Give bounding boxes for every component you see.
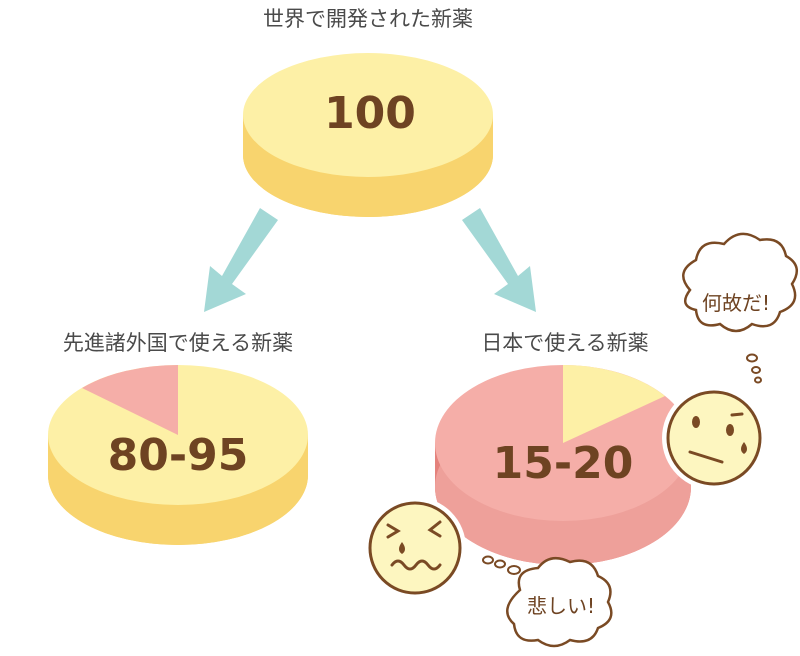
- right-value: 15-20: [493, 438, 634, 489]
- arrow-right-icon: [462, 208, 536, 312]
- arrow-left-icon: [204, 208, 278, 312]
- left-pie-unavailable-slice: [82, 365, 178, 435]
- puzzled-face-icon: [662, 386, 766, 490]
- top-value: 100: [324, 88, 416, 139]
- thought-bubble-sad: 悲しい!: [482, 555, 613, 648]
- left-pie: 80-95: [48, 365, 308, 545]
- left-label: 先進諸外国で使える新薬: [63, 331, 293, 355]
- thought-bubble-why: 何故だ!: [682, 232, 799, 384]
- left-value: 80-95: [108, 430, 249, 481]
- crying-face-icon: [364, 497, 466, 599]
- why-text: 何故だ!: [702, 291, 770, 315]
- sad-text: 悲しい!: [527, 594, 595, 618]
- right-pie: 15-20: [435, 365, 691, 565]
- top-disk: 100: [243, 53, 493, 217]
- right-label: 日本で使える新薬: [481, 331, 648, 355]
- right-pie-available-slice: [563, 365, 665, 443]
- top-label: 世界で開発された新薬: [263, 7, 473, 31]
